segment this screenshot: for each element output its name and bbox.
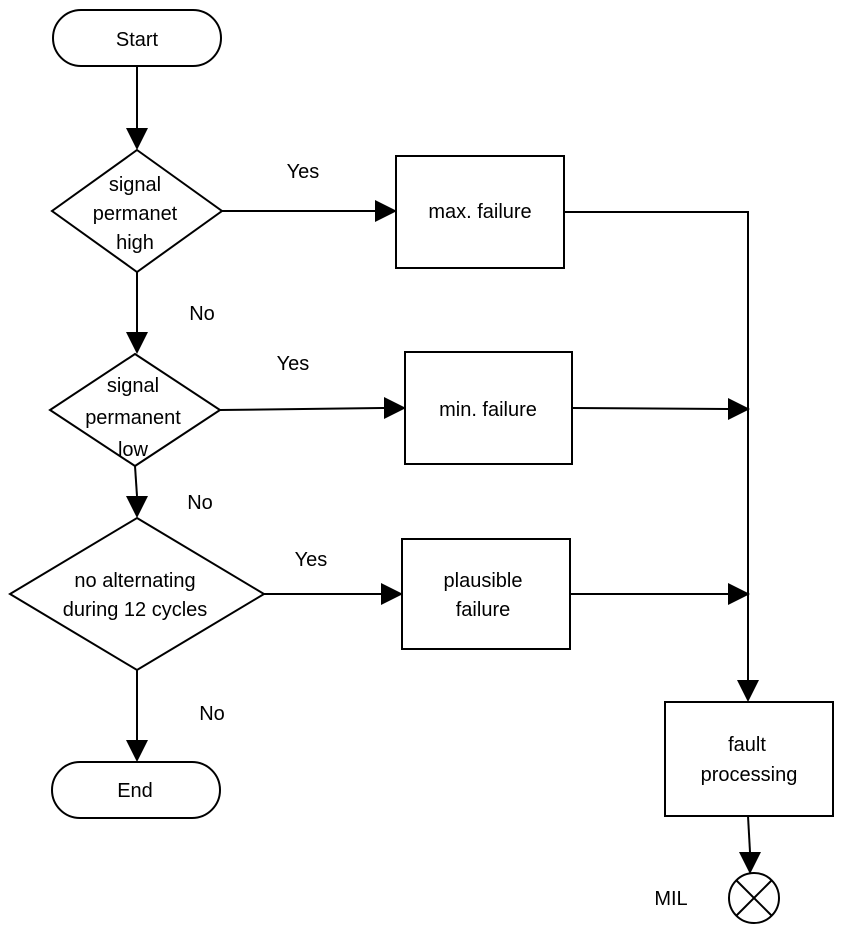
connector-decision2-yes xyxy=(219,407,385,411)
arrowhead xyxy=(381,583,403,605)
no-label-2: No xyxy=(187,492,213,514)
arrowhead xyxy=(728,398,750,420)
decision-signal-permanent-low: signal permanent low xyxy=(48,352,222,468)
yes-label-1: Yes xyxy=(287,161,320,183)
arrowhead xyxy=(375,200,397,222)
fault-processing-line2: processing xyxy=(701,764,798,786)
arrowhead xyxy=(126,496,148,518)
start-label: Start xyxy=(116,29,159,51)
decision-no-alternating: no alternating during 12 cycles xyxy=(8,516,266,672)
start-terminator: Start xyxy=(52,9,222,67)
no-label-1: No xyxy=(189,303,215,325)
yes-label-3: Yes xyxy=(295,549,328,571)
arrowhead xyxy=(739,852,761,874)
min-failure-label: min. failure xyxy=(439,399,537,421)
fault-processing-line1: fault xyxy=(728,734,766,756)
decision1-line3: high xyxy=(116,232,154,254)
arrowhead xyxy=(126,332,148,354)
min-failure-box: min. failure xyxy=(404,351,573,465)
decision2-line2: permanent xyxy=(85,407,181,429)
arrowhead xyxy=(126,128,148,150)
collector-line xyxy=(564,211,749,680)
mil-lamp-icon xyxy=(728,872,780,924)
yes-label-2: Yes xyxy=(277,353,310,375)
decision1-line1: signal xyxy=(109,174,161,196)
plausible-failure-line2: failure xyxy=(456,599,510,621)
decision2-line1: signal xyxy=(107,375,159,397)
arrowhead xyxy=(126,740,148,762)
no-label-3: No xyxy=(199,703,225,725)
max-failure-box: max. failure xyxy=(395,155,565,269)
decision1-line2: permanet xyxy=(93,203,178,225)
end-terminator: End xyxy=(51,761,221,819)
arrowhead xyxy=(737,680,759,702)
fault-processing-box: fault processing xyxy=(664,701,834,817)
connector-decision2-no xyxy=(134,465,138,497)
decision3-line2: during 12 cycles xyxy=(63,599,208,621)
plausible-failure-line1: plausible xyxy=(444,570,523,592)
decision2-line3: low xyxy=(118,439,149,461)
decision-signal-permanet-high: signal permanet high xyxy=(50,148,224,274)
end-label: End xyxy=(117,780,153,802)
arrowhead xyxy=(384,397,406,419)
arrowhead xyxy=(728,583,750,605)
plausible-failure-box: plausible failure xyxy=(401,538,571,650)
max-failure-label: max. failure xyxy=(428,201,531,223)
decision3-line1: no alternating xyxy=(74,570,195,592)
connector-min-to-collector xyxy=(571,407,729,410)
connector-fault-mil xyxy=(747,815,751,853)
mil-label: MIL xyxy=(654,888,687,910)
